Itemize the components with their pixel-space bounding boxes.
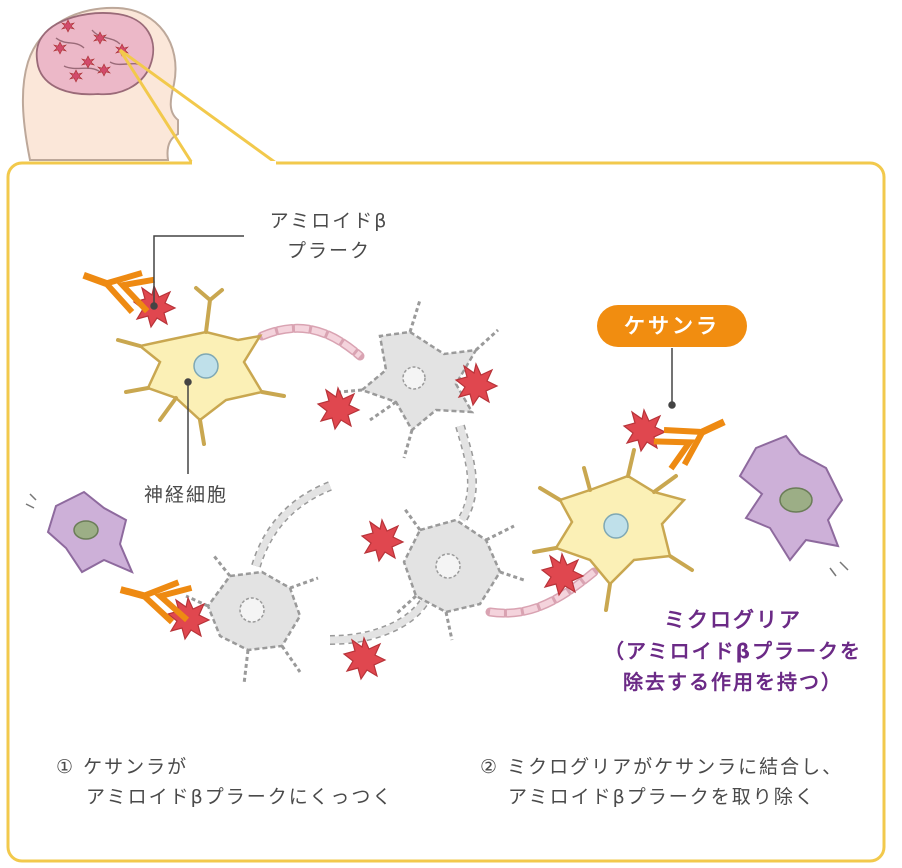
- microglia-desc-line1: （アミロイドβプラークを: [604, 639, 862, 663]
- neuron-icon: [185, 555, 319, 685]
- leader-lines: [150, 235, 676, 474]
- neuron-icon: [116, 286, 286, 446]
- plaque-label: アミロイドβ プラーク: [254, 206, 404, 266]
- neuron-icon: [339, 299, 500, 459]
- zoom-line-left: [118, 49, 194, 164]
- step1-line1: ① ケサンラが: [56, 756, 189, 778]
- step2-line2: アミロイドβプラークを取り除く: [508, 786, 816, 808]
- plaque-label-line1: アミロイドβ: [269, 210, 389, 232]
- neuron-label: 神経細胞: [144, 484, 229, 506]
- step1-caption: ① ケサンラが アミロイドβプラークにくっつく: [56, 752, 393, 812]
- microglia-label: ミクログリア （アミロイドβプラークを 除去する作用を持つ）: [588, 605, 878, 698]
- microglia-icon: [738, 434, 849, 577]
- zoom-line-right: [119, 48, 277, 165]
- step2-line1: ② ミクログリアがケサンラに結合し、: [480, 756, 844, 778]
- neuron-icon: [532, 448, 694, 612]
- step1-line2: アミロイドβプラークにくっつく: [86, 786, 394, 808]
- drug-name-badge: ケサンラ: [597, 305, 747, 347]
- plaque-label-line2: プラーク: [286, 240, 371, 262]
- head-brain-icon: [21, 6, 179, 161]
- step2-caption: ② ミクログリアがケサンラに結合し、 アミロイドβプラークを取り除く: [480, 752, 843, 812]
- microglia-title: ミクログリア: [664, 608, 802, 632]
- microglia-desc-line2: 除去する作用を持つ）: [623, 670, 843, 694]
- microglia-icon: [25, 490, 134, 574]
- neuron-icon: [394, 507, 525, 641]
